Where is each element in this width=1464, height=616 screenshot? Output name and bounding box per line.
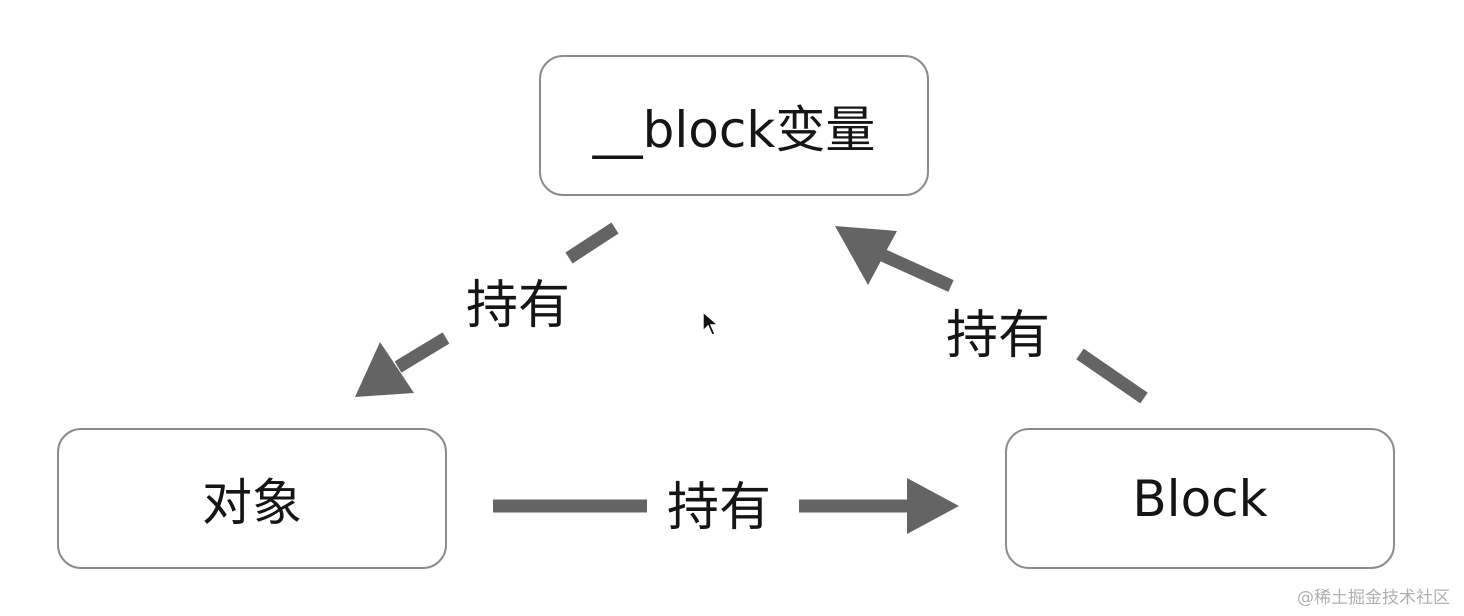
arrowhead [907, 478, 959, 534]
arrow-block-var-to-object [355, 222, 619, 397]
edge-label-bottom: 持有 [667, 478, 772, 538]
node-block-label: Block [1132, 469, 1268, 528]
mouse-pointer-shape [702, 310, 720, 336]
arrow-object-to-block [493, 478, 959, 534]
edge-label-right: 持有 [946, 306, 1051, 366]
node-object-label: 对象 [202, 473, 302, 532]
edge-label-left: 持有 [466, 276, 571, 336]
watermark: @稀土掘金技术社区 [1297, 588, 1450, 608]
arrowhead [835, 226, 897, 285]
arrowhead [355, 342, 414, 397]
mouse-pointer-icon-graphic [702, 310, 720, 336]
arrow-block-to-block-var [835, 226, 1148, 404]
node-block-variable: __block变量 [539, 55, 929, 196]
node-block-variable-label: __block变量 [592, 100, 876, 159]
node-object: 对象 [57, 428, 447, 569]
arrow-segment [565, 222, 619, 264]
arrow-segment [394, 332, 450, 373]
node-block: Block [1005, 428, 1395, 569]
mouse-pointer-icon [702, 310, 720, 341]
arrow-segment [1076, 348, 1148, 404]
arrow-segment [877, 248, 954, 292]
